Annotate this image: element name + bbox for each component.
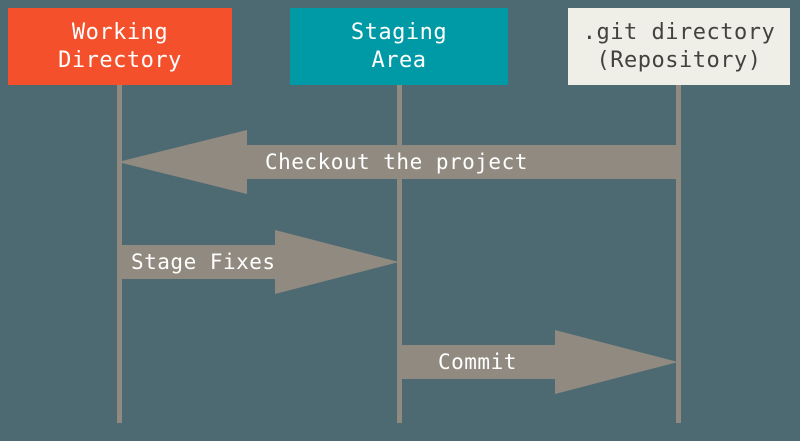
node-working-directory: Working Directory [8, 8, 232, 85]
node-git-directory-line1: .git directory [582, 19, 776, 45]
arrow-label-stage-fixes: Stage Fixes [131, 250, 276, 274]
node-staging-area: Staging Area [290, 8, 508, 85]
arrow-checkout-the-project [118, 129, 678, 195]
node-working-directory-line2: Directory [58, 47, 182, 73]
node-working-directory-line1: Working [71, 19, 169, 45]
arrow-label-commit: Commit [438, 350, 517, 374]
lifeline-git-directory [676, 85, 681, 423]
arrow-stage-fixes [119, 229, 399, 295]
node-staging-area-line1: Staging [350, 19, 448, 45]
node-git-directory-line2: (Repository) [596, 47, 762, 73]
lifeline-staging-area [397, 85, 402, 423]
arrow-commit [399, 329, 678, 395]
node-git-directory: .git directory (Repository) [568, 8, 790, 85]
node-staging-area-line2: Area [371, 47, 427, 73]
arrow-label-checkout: Checkout the project [265, 150, 528, 174]
